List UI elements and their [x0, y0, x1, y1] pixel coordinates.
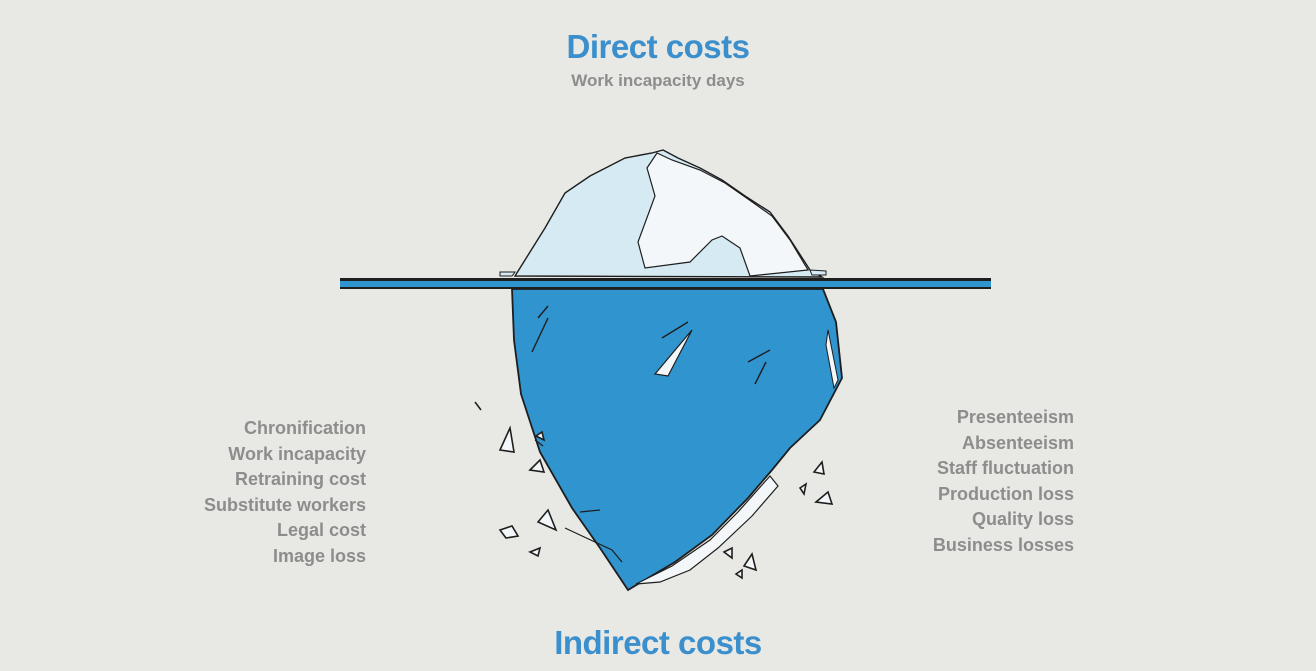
indirect-costs-title: Indirect costs — [554, 624, 762, 661]
list-item: Production loss — [937, 483, 1074, 504]
list-item: Staff fluctuation — [937, 458, 1074, 478]
iceberg-tip — [499, 149, 827, 278]
iceberg-body — [511, 288, 843, 592]
list-item: Absenteeism — [961, 432, 1074, 453]
list-item: Substitute workers — [203, 494, 366, 515]
list-item: Image loss — [272, 545, 366, 566]
list-item: Chronification — [244, 418, 366, 438]
water-line — [340, 278, 991, 289]
indirect-costs-right-list: Presenteeism Absenteeism Staff fluctuati… — [890, 405, 1074, 558]
list-item: Retraining cost — [234, 469, 366, 489]
direct-costs-subtitle: Work incapacity days — [571, 71, 745, 90]
list-item: Legal cost — [276, 520, 366, 540]
list-item: Work incapacity — [228, 443, 366, 464]
direct-costs-title: Direct costs — [566, 28, 750, 65]
list-item: Quality loss — [971, 509, 1074, 529]
indirect-costs-left-list: Chronification Work incapacity Retrainin… — [120, 416, 366, 569]
list-item: Business losses — [932, 534, 1074, 555]
ice-fragments — [474, 401, 834, 580]
list-item: Presenteeism — [956, 407, 1074, 427]
